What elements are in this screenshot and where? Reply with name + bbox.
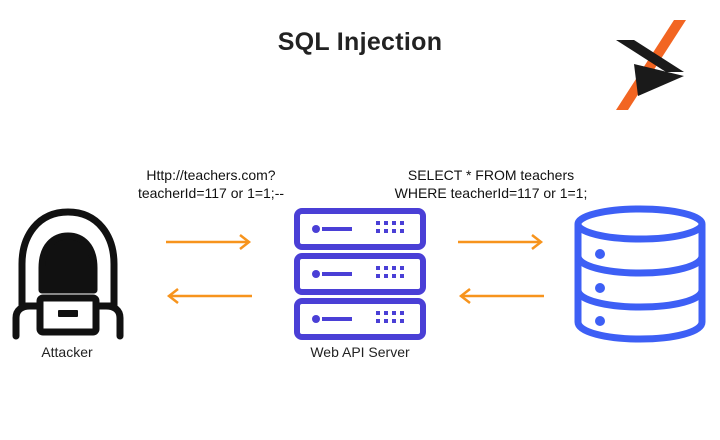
server-rack-icon — [294, 208, 426, 340]
sql-query-label: SELECT * FROM teachers WHERE teacherId=1… — [394, 167, 588, 201]
database-icon — [574, 205, 706, 343]
attacker-label: Attacker — [41, 344, 93, 360]
hooded-attacker-icon — [12, 208, 124, 340]
brand-logo — [616, 20, 686, 110]
request-url-label: Http://teachers.com? teacherId=117 or 1=… — [137, 167, 285, 201]
diagram-title: SQL Injection — [277, 28, 443, 56]
response-arrow-left — [166, 288, 252, 304]
server-label: Web API Server — [310, 344, 410, 360]
request-arrow-right — [166, 234, 252, 250]
result-arrow-left — [458, 288, 544, 304]
query-arrow-right — [458, 234, 544, 250]
